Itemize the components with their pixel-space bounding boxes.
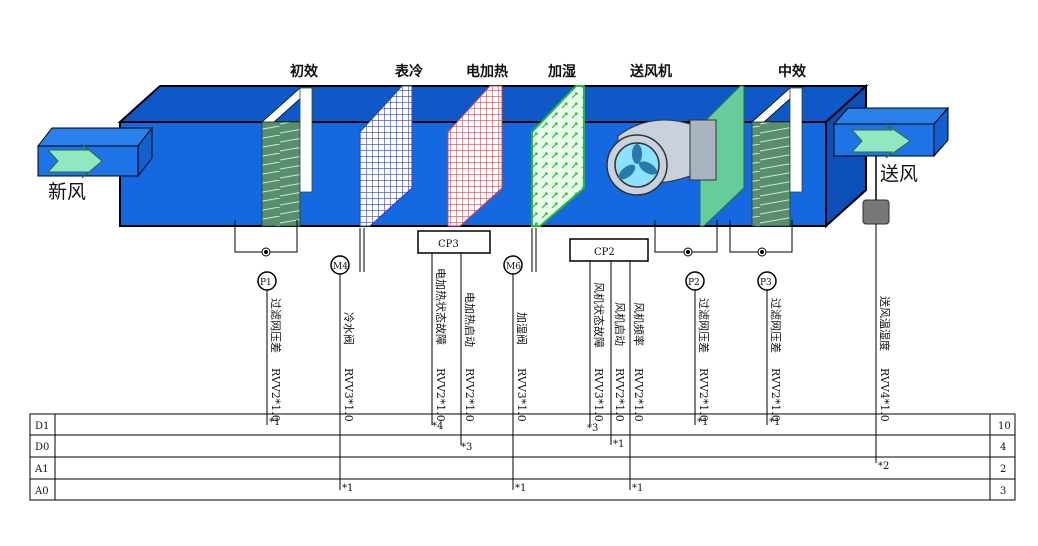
desc-p1: 过滤网压差 xyxy=(269,298,283,353)
desc-m6: 加湿阀 xyxy=(515,312,529,345)
svg-text:RVV2*1.0: RVV2*1.0 xyxy=(434,368,447,422)
svg-text:RVV2*1.0: RVV2*1.0 xyxy=(697,368,710,422)
svg-text:M4: M4 xyxy=(333,262,348,272)
supply-air-duct xyxy=(832,106,950,159)
io-row-total-a1: 2 xyxy=(1000,464,1006,475)
io-table xyxy=(29,413,1016,501)
dp-taps-p3 xyxy=(729,220,793,257)
svg-text:RVV2*1.0: RVV2*1.0 xyxy=(463,368,476,422)
svg-text:P1: P1 xyxy=(260,278,272,288)
mark-p1: *1 xyxy=(269,417,280,428)
desc-supply-th: 送风温湿度 xyxy=(878,296,892,351)
io-row-type-d1: D1 xyxy=(35,421,49,432)
desc-heater-start: 电加热启动 xyxy=(463,292,476,347)
section-label-cooling-coil: 表冷 xyxy=(394,63,423,80)
supply-temp-humidity-sensor xyxy=(862,199,890,225)
desc-heater-fault: 电加热状态故障 xyxy=(434,268,448,345)
signal-wires xyxy=(266,224,877,490)
dp-taps-p2 xyxy=(654,220,718,257)
mark-p2: *1 xyxy=(697,417,708,428)
electric-heater xyxy=(447,85,503,227)
svg-text:M6: M6 xyxy=(506,262,521,272)
section-label-humidifier: 加湿 xyxy=(547,64,576,80)
mark-p3: *1 xyxy=(769,417,780,428)
mark-m6: *1 xyxy=(515,483,526,494)
svg-text:P2: P2 xyxy=(688,278,700,288)
cooling-valve-stem xyxy=(359,228,365,272)
fresh-air-duct xyxy=(36,126,154,179)
controller-cp3-label: CP3 xyxy=(438,239,459,250)
io-point-marks: *1 *4 *3 *1 *1 *3 *1 *1 *2 *1 *1 *1 xyxy=(269,417,889,494)
outlet-arrow-icon xyxy=(850,123,911,159)
mark-m4: *1 xyxy=(342,483,353,494)
supply-air-label: 送风 xyxy=(880,163,918,185)
sensor-tag-p2: P2 xyxy=(685,271,705,291)
desc-p2: 过滤网压差 xyxy=(697,298,711,353)
io-row-total-d1: 10 xyxy=(998,421,1011,432)
desc-m4: 冷水阀 xyxy=(342,312,356,345)
humid-valve-stem xyxy=(531,228,537,272)
io-row-total-a0: 3 xyxy=(1000,486,1006,497)
section-label-supply-fan: 送风机 xyxy=(629,63,672,80)
svg-text:RVV2*1.0: RVV2*1.0 xyxy=(632,368,645,422)
section-label-primary-filter: 初效 xyxy=(290,63,319,80)
svg-text:RVV3*1.0: RVV3*1.0 xyxy=(592,368,605,422)
io-row-type-a0: A0 xyxy=(34,486,49,497)
fan-outlet xyxy=(689,119,717,181)
svg-text:RVV4*1.0: RVV4*1.0 xyxy=(878,368,891,422)
sensor-descriptions: 过滤网压差 冷水阀 电加热状态故障 电加热启动 加湿阀 风机状态故障 风机启动 … xyxy=(269,268,892,353)
svg-text:P3: P3 xyxy=(760,278,772,288)
desc-fan-start: 风机启动 xyxy=(613,302,627,346)
controller-cp2 xyxy=(569,238,649,262)
io-row-total-d0: 4 xyxy=(1000,442,1006,453)
sensor-tag-p1: P1 xyxy=(257,271,277,291)
sensor-tag-m6: M6 xyxy=(503,255,523,275)
section-label-electric-heater: 电加热 xyxy=(466,63,508,80)
controller-cp3 xyxy=(417,230,491,254)
section-label-medium-filter: 中效 xyxy=(778,63,807,80)
mark-heater-fault: *4 xyxy=(432,421,443,432)
cable-specs: RVV2*1.0 RVV3*1.0 RVV2*1.0 RVV2*1.0 RVV3… xyxy=(269,368,891,422)
cooling-coil xyxy=(359,85,413,227)
controller-cp2-label: CP2 xyxy=(594,247,615,258)
svg-text:RVV3*1.0: RVV3*1.0 xyxy=(515,368,528,422)
mark-fan-freq: *1 xyxy=(632,483,643,494)
fan-blades-icon xyxy=(618,144,658,180)
sensor-tag-p3: P3 xyxy=(757,271,777,291)
fresh-air-label: 新风 xyxy=(48,181,86,203)
sensor-tag-m4: M4 xyxy=(330,255,350,275)
dp-taps-p1 xyxy=(234,220,298,257)
inlet-arrow-icon xyxy=(46,143,103,179)
svg-text:RVV2*1.0: RVV2*1.0 xyxy=(269,368,282,422)
medium-filter xyxy=(750,87,804,227)
desc-fan-freq: 风机频率 xyxy=(632,302,646,346)
io-row-type-d0: D0 xyxy=(35,442,49,453)
svg-text:RVV3*1.0: RVV3*1.0 xyxy=(342,368,355,422)
svg-text:RVV2*1.0: RVV2*1.0 xyxy=(769,368,782,422)
primary-filter xyxy=(260,87,314,227)
humidifier xyxy=(531,85,585,227)
mark-supply-th: *2 xyxy=(878,461,889,472)
mark-fan-start: *1 xyxy=(613,439,624,450)
svg-text:RVV2*1.0: RVV2*1.0 xyxy=(613,368,626,422)
mark-heater-start: *3 xyxy=(461,442,472,453)
io-row-type-a1: A1 xyxy=(34,464,49,475)
mark-fan-fault: *3 xyxy=(587,423,598,434)
desc-fan-fault: 风机状态故障 xyxy=(592,282,606,348)
supply-fan xyxy=(606,85,745,227)
desc-p3: 过滤网压差 xyxy=(769,298,783,353)
